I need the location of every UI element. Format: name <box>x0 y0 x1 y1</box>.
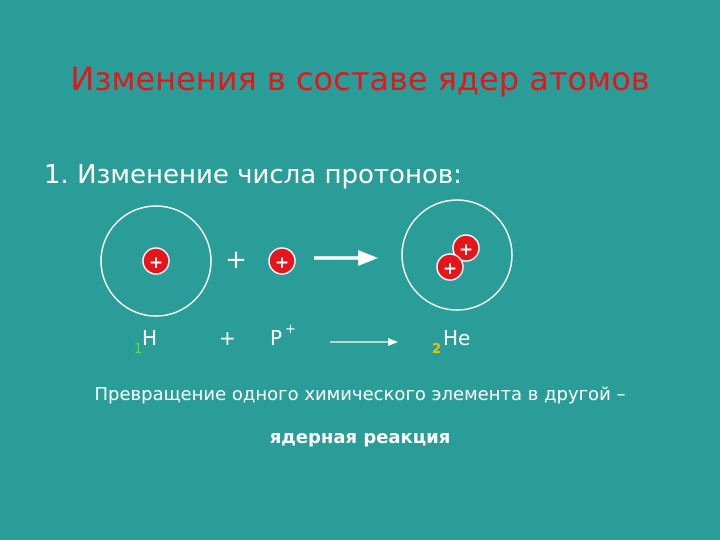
helium-symbol: He <box>443 326 471 350</box>
helium-proton-upper-sign: + <box>459 240 473 260</box>
slide-title: Изменения в составе ядер атомов <box>70 60 650 98</box>
diagram-arrow-head <box>358 250 378 266</box>
hydrogen-symbol: H <box>142 326 158 350</box>
hydrogen-proton <box>142 247 170 275</box>
proton-symbol: P <box>270 326 283 350</box>
hydrogen-proton-sign: + <box>149 253 163 273</box>
equation-arrow-head <box>388 338 398 346</box>
helium-proton-lower <box>436 253 464 281</box>
helium-atomic-number: 2 <box>432 342 442 357</box>
equation-plus: + <box>219 326 236 350</box>
helium-proton-upper <box>452 234 480 262</box>
hydrogen-electron-shell <box>100 205 212 317</box>
helium-electron-shell <box>401 199 513 311</box>
free-proton <box>268 247 296 275</box>
section-heading: 1. Изменение числа протонов: <box>44 160 462 190</box>
reaction-term: ядерная реакция <box>269 427 451 448</box>
diagram-plus-sign: + <box>225 245 247 275</box>
hydrogen-atomic-number: 1 <box>134 342 143 357</box>
helium-proton-lower-sign: + <box>443 259 457 279</box>
proton-charge: + <box>285 322 296 337</box>
description-text: Превращение одного химического элемента … <box>94 384 626 405</box>
free-proton-sign: + <box>275 253 289 273</box>
